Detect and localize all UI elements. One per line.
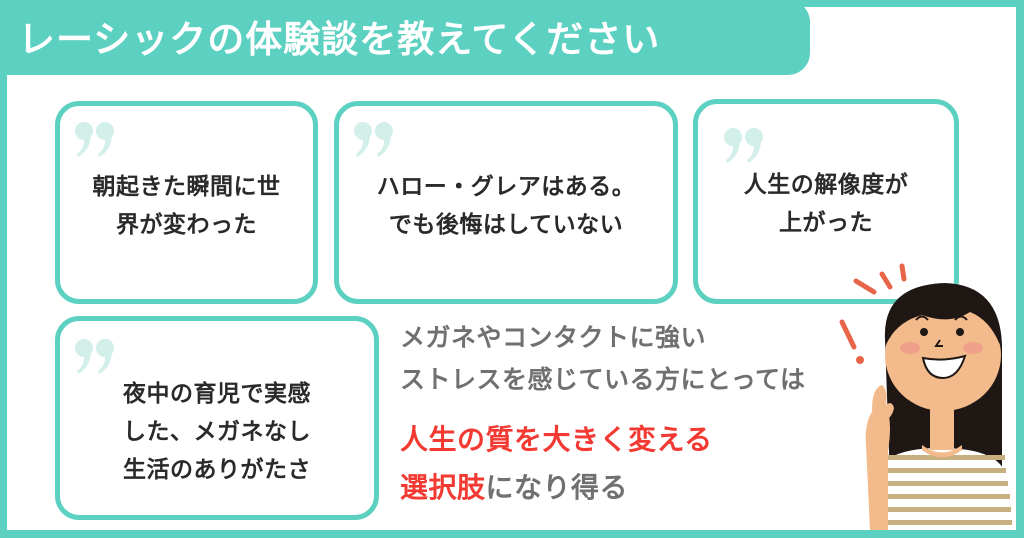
- testimonial-line: でも後悔はしていない: [388, 212, 624, 238]
- testimonial-line: ハロー・グレアはある。: [376, 174, 636, 200]
- message-highlight-word: 選択肢: [400, 471, 486, 504]
- message-line-4: 選択肢になり得る: [400, 466, 628, 506]
- header-banner: レーシックの体験談を教えてください: [0, 0, 810, 75]
- testimonial-card-4: 夜中の育児で実感 した、メガネなし 生活のありがたさ: [55, 316, 379, 520]
- quote-icon: [75, 339, 114, 374]
- smiling-woman-pointing-icon: [839, 263, 1012, 530]
- testimonial-card-3: 人生の解像度が 上がった: [693, 99, 959, 304]
- quote-icon: [724, 128, 763, 163]
- page-title: レーシックの体験談を教えてください: [18, 17, 661, 61]
- quote-icon: [354, 122, 393, 157]
- quote-icon: [75, 122, 114, 157]
- testimonial-line: 上がった: [779, 210, 873, 236]
- testimonial-line: 人生の解像度が: [743, 172, 909, 198]
- testimonial-line: 界が変わった: [116, 212, 257, 238]
- testimonial-line: 生活のありがたさ: [123, 457, 311, 483]
- message-line-2: ストレスを感じている方にとっては: [400, 365, 806, 394]
- testimonial-text: 夜中の育児で実感 した、メガネなし 生活のありがたさ: [60, 375, 374, 489]
- testimonial-text: 人生の解像度が 上がった: [698, 166, 954, 242]
- testimonial-line: 朝起きた瞬間に世: [92, 174, 281, 200]
- message-line-1: メガネやコンタクトに強い: [400, 323, 707, 352]
- testimonial-text: ハロー・グレアはある。 でも後悔はしていない: [339, 168, 673, 244]
- message-rest: になり得る: [485, 471, 629, 504]
- testimonial-line: 夜中の育児で実感: [123, 381, 311, 407]
- testimonial-card-2: ハロー・グレアはある。 でも後悔はしていない: [334, 101, 678, 304]
- testimonial-line: した、メガネなし: [123, 419, 311, 445]
- testimonial-text: 朝起きた瞬間に世 界が変わった: [60, 168, 313, 244]
- testimonial-card-1: 朝起きた瞬間に世 界が変わった: [55, 101, 318, 304]
- message-highlight-line: 人生の質を大きく変える: [400, 423, 713, 456]
